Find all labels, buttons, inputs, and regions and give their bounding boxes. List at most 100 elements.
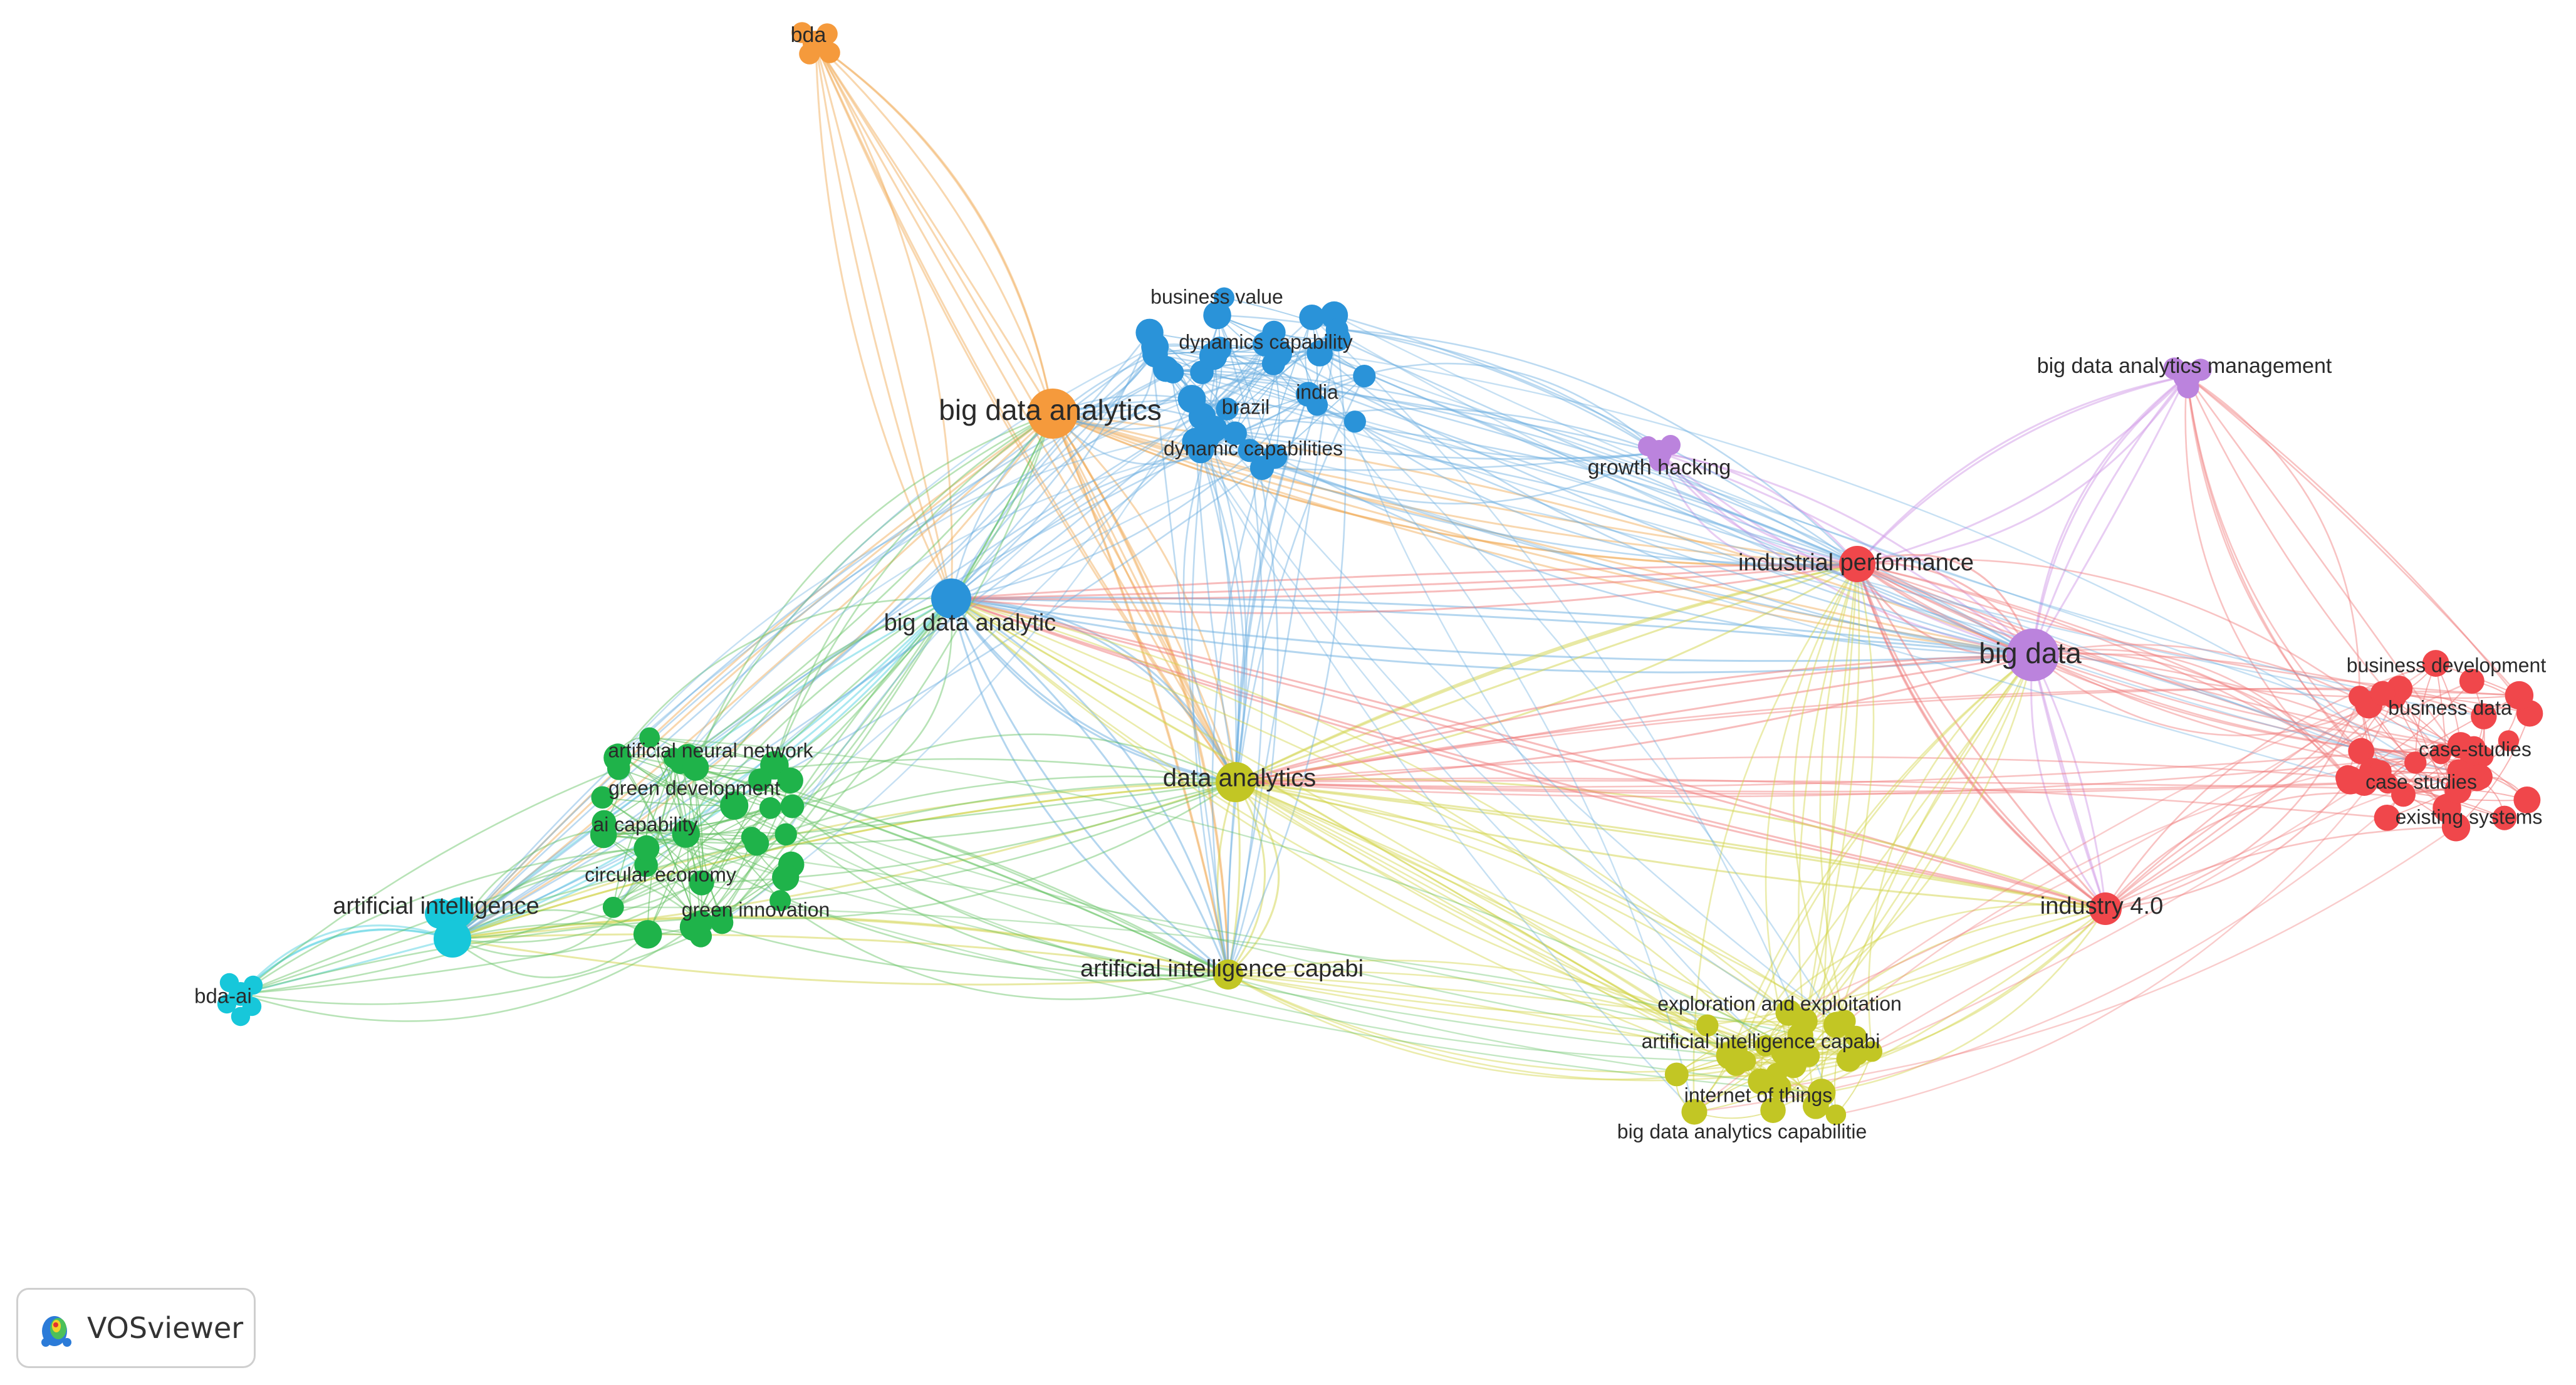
node[interactable] [1343, 410, 1366, 433]
node[interactable] [1825, 1104, 1847, 1125]
node[interactable] [759, 797, 781, 819]
node[interactable] [1755, 1035, 1776, 1057]
node[interactable] [1325, 318, 1348, 341]
node[interactable] [639, 727, 660, 748]
node[interactable] [591, 786, 614, 809]
node[interactable] [1265, 340, 1293, 367]
node[interactable] [2513, 787, 2541, 813]
node[interactable] [711, 911, 734, 934]
node[interactable] [1771, 1038, 1799, 1066]
node[interactable] [1696, 1014, 1719, 1037]
link [815, 43, 953, 599]
node-ai[interactable] [434, 920, 471, 958]
node-bdanalytics[interactable] [1028, 389, 1078, 439]
node-bda[interactable] [803, 31, 829, 57]
node[interactable] [633, 920, 662, 949]
node[interactable] [772, 864, 800, 891]
node[interactable] [2492, 805, 2517, 830]
node[interactable] [2467, 764, 2493, 790]
node[interactable] [1299, 304, 1325, 330]
node[interactable] [603, 743, 632, 772]
node[interactable] [1306, 340, 1333, 367]
link [1800, 654, 2034, 1037]
node[interactable] [1681, 1099, 1708, 1125]
node[interactable] [2391, 782, 2416, 807]
node-dataan[interactable] [1216, 762, 1256, 802]
node-indperf[interactable] [1839, 546, 1875, 582]
node[interactable] [602, 896, 624, 918]
node[interactable] [777, 767, 803, 794]
node[interactable] [2431, 744, 2451, 765]
node[interactable] [1760, 1097, 1786, 1123]
link [452, 848, 648, 957]
node[interactable] [1306, 394, 1328, 416]
vosviewer-brand-box[interactable]: VOSviewer [16, 1288, 256, 1368]
node-bdam[interactable] [2173, 362, 2201, 390]
node[interactable] [1833, 1010, 1856, 1033]
node[interactable] [2348, 738, 2375, 765]
node[interactable] [774, 823, 797, 846]
node[interactable] [1353, 364, 1376, 388]
node-ind40[interactable] [2089, 892, 2122, 925]
node[interactable] [634, 835, 660, 862]
node[interactable] [2422, 650, 2449, 677]
node[interactable] [1249, 456, 1275, 480]
node[interactable] [2335, 765, 2360, 790]
node[interactable] [682, 754, 709, 781]
node-aicap[interactable] [1213, 959, 1243, 990]
node[interactable] [1836, 1047, 1862, 1072]
link [617, 597, 952, 758]
node[interactable] [2462, 736, 2486, 760]
node[interactable] [689, 870, 714, 896]
node[interactable] [744, 830, 769, 856]
node[interactable] [2505, 681, 2534, 710]
node[interactable] [1152, 356, 1179, 382]
node[interactable] [231, 1006, 251, 1027]
node-bdanalytic[interactable] [931, 578, 971, 619]
node-bdaai[interactable] [229, 982, 253, 1006]
node[interactable] [1177, 385, 1206, 413]
node[interactable] [2459, 668, 2485, 694]
node[interactable] [1216, 397, 1239, 421]
node[interactable] [2370, 681, 2396, 706]
node-bigdata[interactable] [2006, 629, 2059, 681]
node[interactable] [1223, 421, 1247, 446]
node[interactable] [444, 897, 474, 928]
link [1051, 413, 1229, 975]
node[interactable] [1862, 1041, 1883, 1062]
node[interactable] [2441, 813, 2471, 842]
link [951, 346, 1156, 599]
node[interactable] [1724, 1053, 1748, 1076]
link [452, 597, 952, 940]
node[interactable] [769, 890, 791, 912]
node[interactable] [1664, 1062, 1689, 1087]
node[interactable] [780, 794, 805, 818]
node[interactable] [2349, 686, 2370, 708]
node[interactable] [1767, 1075, 1791, 1099]
node[interactable] [1775, 999, 1802, 1026]
node[interactable] [2369, 760, 2392, 782]
node-growth[interactable] [1647, 440, 1672, 465]
node[interactable] [1238, 439, 1261, 463]
link [1800, 563, 1875, 1036]
node[interactable] [2498, 730, 2520, 751]
node[interactable] [1845, 1025, 1867, 1048]
node[interactable] [748, 768, 772, 792]
node[interactable] [592, 810, 617, 835]
link [1235, 781, 2106, 910]
label-bdaai: bda-ai [194, 985, 252, 1008]
node[interactable] [1203, 301, 1231, 330]
node[interactable] [2374, 804, 2401, 831]
node[interactable] [2447, 759, 2470, 782]
node[interactable] [2471, 703, 2497, 729]
node[interactable] [1807, 1079, 1836, 1107]
node[interactable] [2444, 776, 2472, 804]
node[interactable] [689, 910, 713, 934]
node[interactable] [1200, 416, 1228, 443]
node[interactable] [1141, 333, 1169, 361]
node[interactable] [672, 820, 700, 848]
node[interactable] [1199, 342, 1228, 370]
node[interactable] [720, 791, 749, 820]
node[interactable] [2404, 751, 2427, 774]
